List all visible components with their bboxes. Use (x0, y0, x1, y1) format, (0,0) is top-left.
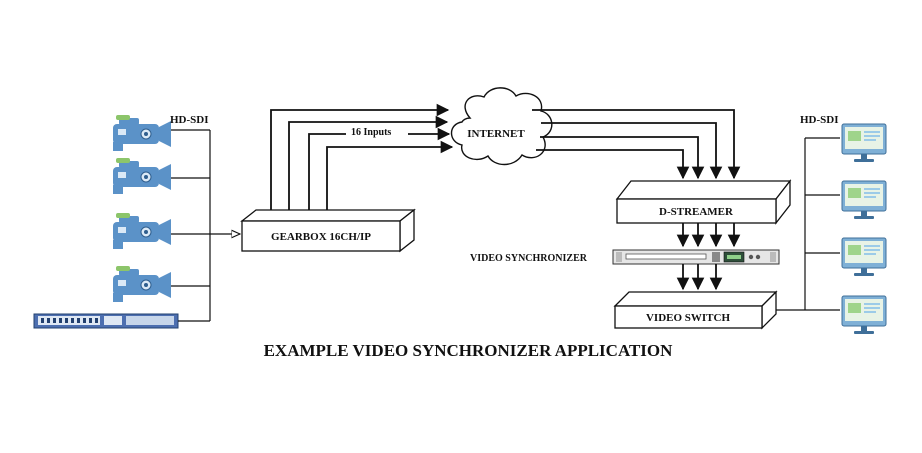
diagram-caption: EXAMPLE VIDEO SYNCHRONIZER APPLICATION (264, 341, 674, 360)
camera-icon (112, 212, 172, 250)
internet-cloud (450, 87, 553, 166)
gearbox-box (240, 208, 416, 253)
inputs-label-bg (346, 125, 408, 139)
video-switcher-panel-icon (33, 313, 179, 329)
camera-icon (112, 265, 172, 303)
video-switch-box (613, 290, 778, 330)
camera-icon (112, 157, 172, 195)
inputs-label: 16 Inputs (351, 127, 391, 138)
video-switch-label: VIDEO SWITCH (646, 312, 730, 324)
video-synchronizer-unit (612, 249, 780, 265)
d-streamer-label: D-STREAMER (659, 206, 734, 218)
d-streamer-box (615, 179, 792, 225)
hd-sdi-right-label: HD-SDI (800, 114, 839, 126)
sync-to-switch-lines (676, 264, 723, 291)
monitor-icon (841, 180, 887, 220)
internet-label: INTERNET (467, 128, 525, 140)
source-bus-lines (171, 129, 240, 322)
gearbox-label: GEARBOX 16CH/IP (271, 231, 371, 243)
video-synchronizer-label: VIDEO SYNCHRONIZER (470, 253, 588, 264)
internet-to-dstreamer-lines (532, 109, 741, 180)
hd-sdi-left-label: HD-SDI (170, 114, 209, 126)
camera-icon (112, 114, 172, 152)
monitor-icon (841, 237, 887, 277)
monitor-icon (841, 123, 887, 163)
switch-to-monitor-lines (776, 137, 840, 311)
monitor-icon (841, 295, 887, 335)
dstreamer-to-sync-lines (676, 223, 741, 248)
